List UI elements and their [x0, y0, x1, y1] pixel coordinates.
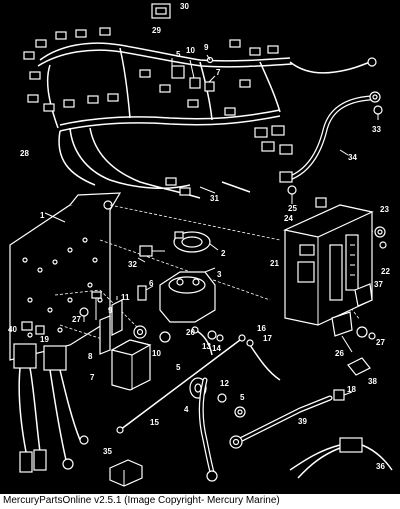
part-20-cable	[191, 326, 213, 356]
callout-25: 25	[288, 204, 297, 213]
part-15-wire	[116, 334, 246, 434]
part-16-17-cable	[246, 339, 281, 381]
callout-7b: 7	[90, 373, 95, 382]
callout-14: 14	[212, 344, 221, 353]
callout-6: 6	[149, 279, 154, 288]
part-21-ecm	[283, 204, 374, 326]
callout-10b: 10	[152, 349, 161, 358]
callout-9b: 9	[108, 306, 113, 315]
part-39-cable	[229, 395, 333, 449]
callout-16: 16	[257, 324, 266, 333]
part-33-bolt	[373, 105, 383, 120]
callout-27a: 27	[72, 315, 81, 324]
callout-30: 30	[180, 2, 189, 11]
callout-33: 33	[372, 125, 381, 134]
callout-24: 24	[284, 214, 293, 223]
part-11-bracket	[111, 296, 123, 336]
callout-19: 19	[40, 335, 49, 344]
callout-13: 13	[202, 342, 211, 351]
part-35-connector	[109, 459, 143, 487]
callout-31: 31	[210, 194, 219, 203]
callout-8: 8	[88, 352, 93, 361]
part-27-screw-left	[79, 307, 89, 322]
part-13-14-terminals	[207, 330, 224, 342]
callout-29: 29	[152, 26, 161, 35]
callout-5c: 5	[240, 393, 245, 402]
callout-15: 15	[150, 418, 159, 427]
callout-22: 22	[381, 267, 390, 276]
callout-11: 11	[121, 293, 130, 302]
parts-diagram: 30 29 5 9 10 7 33 34 28 31 1 25 24 23 2 …	[0, 0, 400, 494]
part-5-nut	[159, 331, 171, 343]
harness-top-small-parts	[171, 54, 216, 92]
lower-battery-cable	[198, 377, 218, 482]
callout-3: 3	[217, 270, 222, 279]
callout-17: 17	[263, 334, 272, 343]
part-24-25-screws	[287, 185, 327, 208]
callout-2: 2	[221, 249, 226, 258]
callout-18: 18	[347, 385, 356, 394]
part-7-relay	[110, 339, 152, 391]
part-22-23-grommets	[374, 226, 387, 249]
part-26-bracket	[331, 311, 353, 353]
part-8-bracket	[99, 315, 111, 355]
callout-38: 38	[368, 377, 377, 386]
part-3-solenoid	[159, 267, 216, 323]
callout-12: 12	[220, 379, 229, 388]
part-37-clip	[354, 283, 373, 307]
part-30-connector	[151, 3, 171, 19]
callout-23: 23	[380, 205, 389, 214]
callout-5b: 5	[176, 363, 181, 372]
part-28-wiring-harness	[23, 27, 377, 199]
exploded-view-svg: 30 29 5 9 10 7 33 34 28 31 1 25 24 23 2 …	[8, 2, 393, 487]
callout-32: 32	[128, 260, 137, 269]
callout-39: 39	[298, 417, 307, 426]
lower-fasteners	[217, 393, 246, 418]
part-2-clamp	[173, 231, 219, 253]
callout-27b: 27	[376, 338, 385, 347]
part-38-clip	[347, 357, 371, 376]
part-10-grommet	[133, 325, 147, 339]
part-1-bracket	[9, 192, 122, 361]
part-6-clip	[137, 285, 154, 301]
callout-9a: 9	[204, 43, 209, 52]
callout-4: 4	[184, 405, 189, 414]
callout-21: 21	[270, 259, 279, 268]
part-40-adapter-harness	[13, 321, 89, 473]
callout-7a: 7	[216, 68, 221, 77]
callout-34: 34	[348, 153, 357, 162]
callout-35: 35	[103, 447, 112, 456]
callout-1: 1	[40, 211, 45, 220]
callout-37: 37	[374, 280, 383, 289]
callout-labels: 30 29 5 9 10 7 33 34 28 31 1 25 24 23 2 …	[8, 2, 390, 471]
callout-20: 20	[186, 328, 195, 337]
image-caption: MercuryPartsOnline v2.5.1 (Image Copyrig…	[3, 495, 280, 506]
callout-36: 36	[376, 462, 385, 471]
callout-28: 28	[20, 149, 29, 158]
part-36-pigtail	[289, 437, 393, 479]
part-34-cable	[279, 91, 381, 183]
part-27-screw-right	[356, 326, 376, 340]
callout-5a: 5	[176, 50, 181, 59]
part-18-bolt	[333, 389, 353, 401]
callout-40: 40	[8, 325, 17, 334]
part-32-bolt	[137, 245, 165, 263]
part-19-connector	[35, 325, 45, 335]
part-31-cable-tie	[199, 181, 251, 194]
part-9-screw	[91, 291, 102, 320]
callout-26: 26	[335, 349, 344, 358]
callout-10a: 10	[186, 46, 195, 55]
